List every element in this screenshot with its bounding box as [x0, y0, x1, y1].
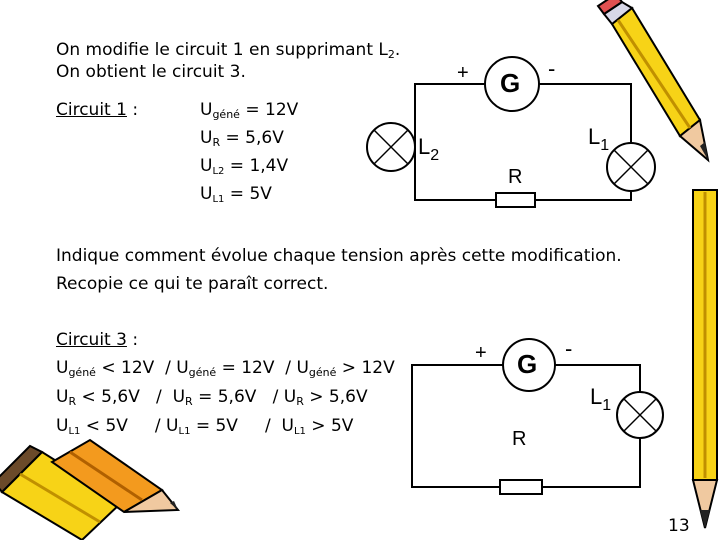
circuit1-heading-text: Circuit 1 — [56, 100, 127, 120]
circuit3-generator-label: G — [517, 349, 538, 379]
circuit1-value-u-gene: Ugéné = 12V — [200, 100, 299, 121]
circuit1-plus-label: + — [457, 62, 469, 84]
circuit1-value-u-l2: UL2 = 1,4V — [200, 156, 289, 177]
circuit3-generator — [502, 338, 556, 392]
circuit3-heading-text: Circuit 3 — [56, 330, 127, 350]
circuit1-resistor-icon — [495, 192, 536, 208]
circuit1-value-u-l1: UL1 = 5V — [200, 184, 272, 205]
circuit1-generator — [484, 56, 540, 112]
question-line-2: Recopie ce qui te paraît correct. — [56, 274, 329, 294]
circuit1-lamp-l1-label: L1 — [588, 124, 610, 154]
intro-line-2: On obtient le circuit 3. — [56, 62, 246, 82]
circuit3-resistor-icon — [499, 479, 543, 495]
intro-line-1-sub: 2 — [387, 48, 395, 61]
circuit1-generator-label: G — [500, 68, 521, 98]
intro-line-1-end: . — [394, 40, 401, 60]
circuit1-value-u-r: UR = 5,6V — [200, 128, 284, 149]
circuit1-lamp-l2-icon — [366, 122, 416, 172]
pencils-bottom-left-icon — [0, 438, 181, 540]
circuit1-wires — [414, 83, 632, 201]
circuit3-row-u-r: UR < 5,6V / UR = 5,6V / UR > 5,6V — [56, 387, 368, 408]
circuit1-resistor-label: R — [508, 166, 523, 188]
circuit1-lamp-l2-label: L2 — [418, 134, 440, 164]
circuit3-row-u-gene: Ugéné < 12V / Ugéné = 12V / Ugéné > 12V — [56, 358, 395, 379]
intro-line-1: On modifie le circuit 1 en supprimant L2… — [56, 40, 400, 60]
question-line-1: Indique comment évolue chaque tension ap… — [56, 246, 622, 266]
circuit1-minus-label: - — [548, 56, 556, 81]
circuit3-heading: Circuit 3 : — [56, 330, 138, 350]
circuit1-heading-colon: : — [126, 100, 139, 120]
circuit3-wires — [411, 364, 641, 488]
pencil-top-right-icon — [596, 0, 710, 163]
intro-line-1-text: On modifie le circuit 1 en supprimant L — [56, 40, 388, 60]
circuit3-heading-colon: : — [126, 330, 139, 350]
circuit3-row-u-l1: UL1 < 5V / UL1 = 5V / UL1 > 5V — [56, 416, 354, 437]
circuit1-lamp-l1-icon — [606, 142, 656, 192]
circuit3-minus-label: - — [565, 336, 573, 361]
circuit3-lamp-l1-label: L1 — [590, 384, 612, 414]
pencil-right-side-icon — [691, 189, 719, 529]
circuit3-lamp-l1-icon — [616, 391, 664, 439]
circuit3-resistor-label: R — [512, 428, 527, 450]
circuit1-heading: Circuit 1 : — [56, 100, 138, 120]
page-number: 13 — [668, 516, 690, 536]
circuit3-plus-label: + — [475, 342, 487, 364]
